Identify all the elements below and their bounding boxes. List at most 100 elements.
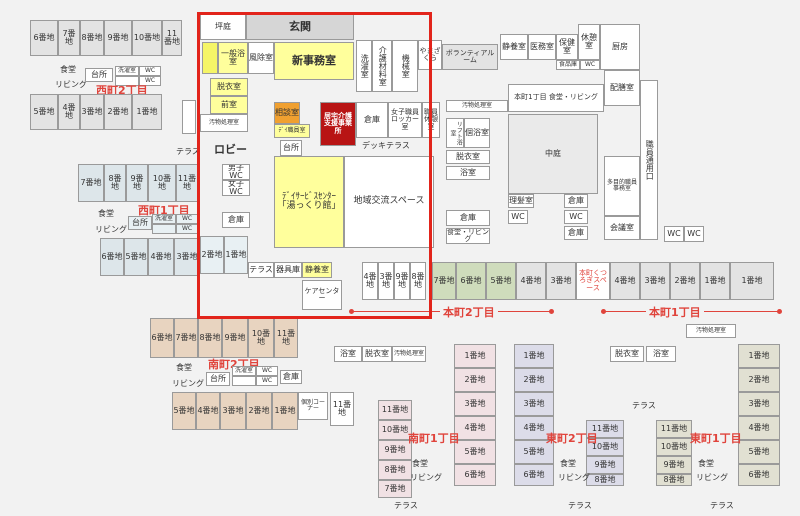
unit-10[interactable]: 10番地	[656, 438, 692, 456]
unit-4[interactable]: 4番地	[148, 238, 174, 276]
unit-10[interactable]: 10番地	[248, 318, 274, 358]
unit-4[interactable]: 4番地	[738, 416, 780, 440]
consult-room[interactable]: 相談室	[274, 102, 300, 124]
static-room[interactable]: 静養室	[500, 34, 528, 60]
unit-1d[interactable]: 1番地	[730, 262, 774, 300]
unit-1[interactable]: 1番地	[738, 344, 780, 368]
medicine-room[interactable]: 医務室	[528, 34, 556, 60]
kitchen-main[interactable]: 厨房	[600, 24, 640, 70]
storage-annex-2[interactable]: 倉庫	[564, 194, 588, 208]
staff-entry[interactable]: 職員通用口	[640, 80, 658, 240]
wc-east[interactable]: WC	[664, 226, 684, 242]
unit-4b[interactable]: 4番地	[516, 262, 546, 300]
dirty-room[interactable]: 汚物処理室	[200, 114, 248, 132]
unit-10[interactable]: 10番地	[132, 20, 162, 56]
unit-3[interactable]: 3番地	[220, 392, 246, 430]
wc-2[interactable]: WC	[176, 224, 198, 234]
unit-5[interactable]: 5番地	[738, 440, 780, 464]
unit-1[interactable]: 1番地	[272, 392, 298, 430]
unit-2[interactable]: 2番地	[454, 368, 496, 392]
undress-room[interactable]: 脱衣室	[210, 78, 248, 96]
unit-10[interactable]: 10番地	[378, 420, 412, 440]
undress-south[interactable]: 脱衣室	[362, 346, 392, 362]
unit-1[interactable]: 1番地	[454, 344, 496, 368]
wc-annex-2[interactable]: WC	[564, 210, 588, 224]
care-center[interactable]: ケアセンター	[302, 280, 342, 310]
annex-wc[interactable]: WC	[580, 60, 600, 70]
bath-annex[interactable]: 浴室	[446, 166, 490, 180]
wc[interactable]: WC	[256, 366, 278, 376]
unit-5[interactable]: 5番地	[124, 238, 148, 276]
unit-2[interactable]: 2番地	[104, 94, 132, 130]
washroom[interactable]: 洗濯室	[232, 366, 256, 376]
unit-8[interactable]: 8番地	[656, 474, 692, 486]
dirty-east[interactable]: 汚物処理室	[686, 324, 736, 338]
unit-8[interactable]: 8番地	[80, 20, 104, 56]
multipurpose-office[interactable]: 多目的職員事務室	[604, 156, 640, 216]
barber[interactable]: 理髪室	[508, 194, 534, 208]
home-care-office[interactable]: 居宅介護支援事業所	[320, 102, 356, 146]
unit-11[interactable]: 11番地	[176, 164, 198, 202]
individual-bath[interactable]: 個浴室	[464, 118, 490, 148]
unit-4[interactable]: 4番地	[58, 94, 80, 130]
unit-7[interactable]: 7番地	[174, 318, 198, 358]
storage-annex[interactable]: 倉庫	[446, 210, 490, 226]
unit-9[interactable]: 9番地	[378, 440, 412, 460]
unit-3[interactable]: 3番地	[378, 262, 394, 300]
storage[interactable]	[115, 76, 139, 86]
unit-4[interactable]: 4番地	[196, 392, 220, 430]
storage[interactable]	[152, 224, 176, 234]
kitchen[interactable]: 台所	[206, 372, 230, 386]
unit-5[interactable]: 5番地	[172, 392, 196, 430]
unit-3b[interactable]: 3番地	[546, 262, 576, 300]
unit-11[interactable]: 11番地	[656, 420, 692, 438]
new-office[interactable]: 新事務室	[274, 42, 354, 80]
kitchen[interactable]: 台所	[85, 68, 113, 82]
meeting-room[interactable]: 会議室	[604, 216, 640, 240]
wc-east-2[interactable]: WC	[684, 226, 704, 242]
washroom[interactable]: 洗濯室	[152, 214, 176, 224]
undress-east[interactable]: 脱衣室	[610, 346, 644, 362]
food-room[interactable]: 食品庫	[556, 60, 580, 70]
entrance[interactable]: 玄関	[246, 14, 354, 40]
unit-9[interactable]: 9番地	[104, 20, 132, 56]
unit-11[interactable]: 11番地	[162, 20, 182, 56]
lift-bath[interactable]: リフト浴室	[446, 118, 464, 148]
unit-9[interactable]: 9番地	[394, 262, 410, 300]
unit-6[interactable]: 6番地	[150, 318, 174, 358]
storage[interactable]	[232, 376, 256, 386]
staff-locker[interactable]: 女子職員ロッカー室	[388, 102, 422, 138]
unit-6[interactable]: 6番地	[738, 464, 780, 486]
storage[interactable]: 倉庫	[356, 102, 388, 138]
storage-annex-3[interactable]: 倉庫	[564, 226, 588, 240]
unit-6[interactable]: 6番地	[454, 464, 496, 486]
washroom[interactable]: 洗濯室	[115, 66, 139, 76]
volunteer-room[interactable]: ボランティアルーム	[442, 44, 498, 70]
unit-3[interactable]: 3番地	[80, 94, 104, 130]
quiet-room[interactable]: 静養室	[302, 262, 332, 278]
kitchen[interactable]: 台所	[280, 140, 302, 156]
honmachi1-dining[interactable]: 本町1丁目 食堂・リビング	[508, 84, 604, 112]
unit-5[interactable]: 5番地	[486, 262, 516, 300]
unit-6[interactable]: 6番地	[100, 238, 124, 276]
unit-4[interactable]: 4番地	[514, 416, 554, 440]
unit-9[interactable]: 9番地	[126, 164, 148, 202]
unit-1[interactable]: 1番地	[132, 94, 162, 130]
bath-south[interactable]: 浴室	[334, 346, 362, 362]
unit-4[interactable]: 4番地	[454, 416, 496, 440]
unit-2c[interactable]: 2番地	[670, 262, 700, 300]
unit-3[interactable]: 3番地	[738, 392, 780, 416]
dirty-room-annex[interactable]: 汚物処理室	[446, 100, 508, 112]
unit-9[interactable]: 9番地	[656, 456, 692, 474]
unit-8[interactable]: 8番地	[586, 474, 624, 486]
unit-6[interactable]: 6番地	[514, 464, 554, 486]
care-material[interactable]: 介護材料室	[372, 40, 392, 92]
unit-10[interactable]: 10番地	[148, 164, 176, 202]
machine-room[interactable]: 機械室	[392, 40, 418, 92]
bath-corner[interactable]: 個別コーナー	[298, 392, 328, 420]
unit-1[interactable]: 1番地	[224, 236, 248, 274]
dirty-south[interactable]: 汚物処理室	[392, 346, 426, 362]
unit-3[interactable]: 3番地	[514, 392, 554, 416]
undress-room-annex[interactable]: 脱衣室	[446, 150, 490, 164]
wc[interactable]: WC	[139, 66, 161, 76]
